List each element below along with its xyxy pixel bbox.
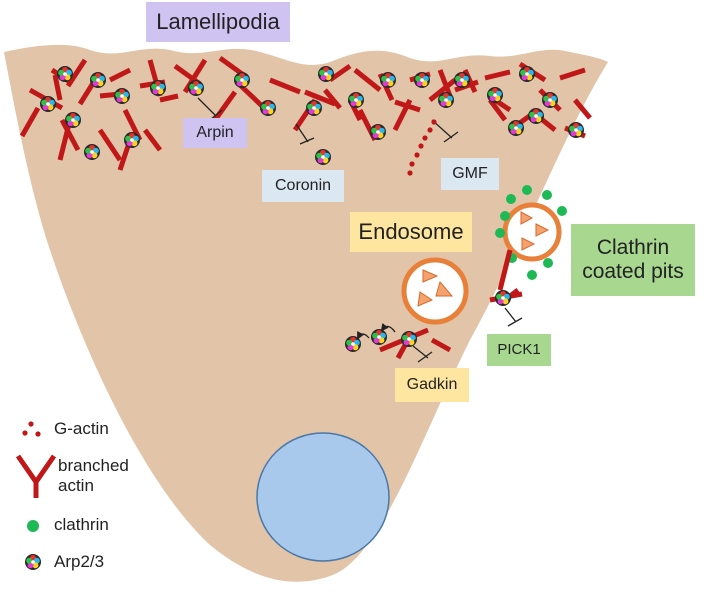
- legend-glyphs: [15, 421, 57, 570]
- clathrin-label-line1: Clathrin: [596, 235, 670, 259]
- legend-arp23: Arp2/3: [54, 552, 105, 571]
- release-arrows: [357, 322, 396, 340]
- clathrin-coated-pit: [495, 185, 567, 280]
- legend-branched-line1: branched: [58, 456, 129, 475]
- g-actin-dots: [407, 119, 437, 176]
- gmf-label: GMF: [441, 158, 499, 190]
- gadkin-label: Gadkin: [395, 368, 469, 402]
- coronin-label: Coronin: [262, 170, 344, 202]
- clathrin-label-line2: coated pits: [582, 260, 684, 283]
- legend-branched-line2: actin: [58, 475, 94, 495]
- inhibition-bars: [197, 97, 523, 363]
- endosome-label: Endosome: [350, 212, 472, 252]
- clathrin-coated-pits-label: Clathrin coated pits: [571, 224, 695, 296]
- legend-g-actin: G-actin: [54, 419, 109, 438]
- actin-network: [19, 55, 592, 171]
- pick1-label: PICK1: [487, 334, 551, 366]
- endosome-vesicle: [401, 257, 469, 325]
- coronin-bound-arp: [315, 149, 331, 165]
- nucleus: [256, 432, 390, 562]
- arpin-label: Arpin: [183, 118, 247, 148]
- legend-clathrin: clathrin: [54, 515, 109, 534]
- lamellipodia-label: Lamellipodia: [146, 2, 290, 42]
- legend-branched-actin: branched actin: [58, 456, 129, 495]
